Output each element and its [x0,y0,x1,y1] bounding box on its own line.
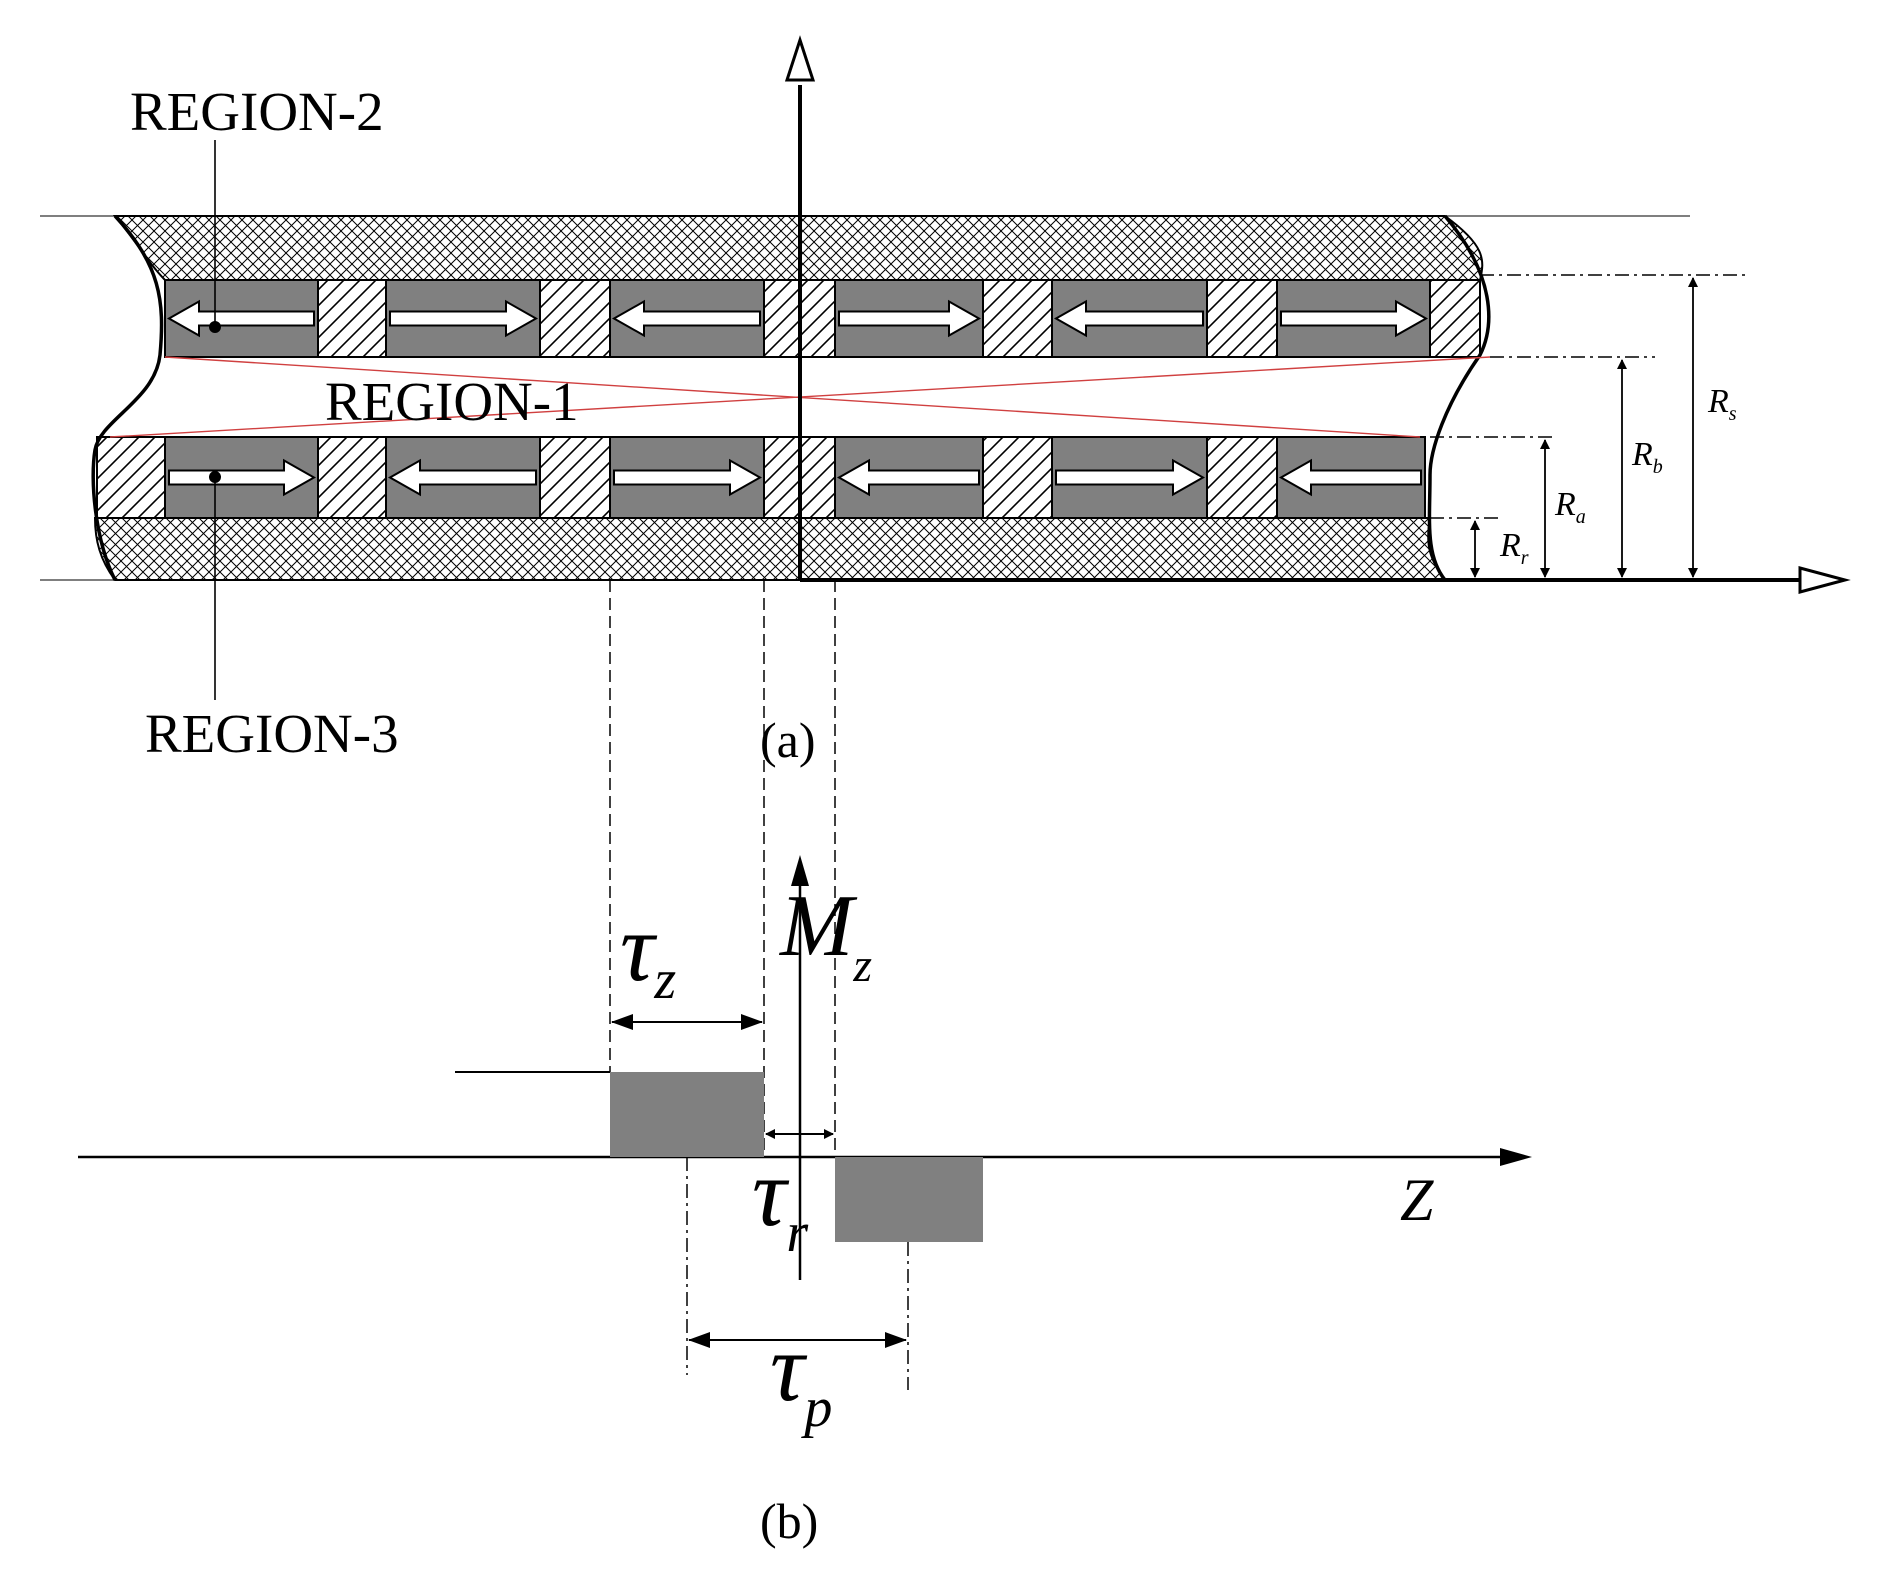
region-3-label: REGION-3 [145,703,399,764]
rs-label: Rs [1707,383,1737,425]
lower-magnetization-arrow-6 [1278,458,1422,497]
region-2-label: REGION-2 [130,81,384,142]
region-2-dot [209,321,221,333]
lower-pole-spacer-1 [96,436,166,519]
rb-label: Rb [1631,436,1663,478]
left-break-line [91,214,164,581]
upper-magnetization-arrow-4 [838,299,982,338]
caption-b: (b) [760,1493,818,1549]
upper-magnetization-arrow-1 [166,299,315,338]
lower-magnetization-arrow-1 [168,458,317,497]
horizontal-axis-arrowhead [1798,566,1851,594]
lower-magnet-row [96,436,1426,519]
tau-p-label: τp [770,1314,832,1439]
upper-magnetization-arrow-6 [1280,299,1429,338]
mz-axis-label: Mz [778,878,872,992]
lower-magnetization-arrow-2 [387,458,537,497]
lower-magnetization-arrow-4 [836,458,980,497]
upper-magnetization-arrow-5 [1053,299,1204,338]
tau-r-label: τr [752,1139,808,1264]
ra-label: Ra [1554,486,1586,528]
lower-pole-spacer-2 [317,436,387,519]
region-3-dot [209,471,221,483]
vertical-axis-arrowhead [784,35,816,82]
upper-magnetization-arrow-2 [389,299,539,338]
lower-magnetization-arrow-3 [613,458,763,497]
negative-magnetization-block [835,1157,983,1242]
z-axis-arrowhead [1500,1148,1532,1166]
cross-section-a: Rs Rb Ra Rr REGION-2 REGION-1 REGION-3 (… [40,35,1851,1155]
upper-pole-spacer-1 [317,279,387,358]
region-1-label: REGION-1 [325,371,579,432]
lower-pole-spacer-5 [982,436,1053,519]
upper-magnet-row [164,279,1481,358]
lower-pole-spacer-3 [539,436,611,519]
rr-label: Rr [1499,527,1529,569]
upper-pole-spacer-2 [539,279,611,358]
lower-pole-spacer-6 [1206,436,1278,519]
upper-pole-spacer-5 [1206,279,1278,358]
upper-pole-spacer-4 [982,279,1053,358]
profile-b: τz Mz τr τp Z (b) [78,855,1532,1549]
upper-pole-spacer-6 [1429,279,1481,358]
lower-magnetization-arrow-5 [1055,458,1206,497]
positive-magnetization-block [610,1072,764,1157]
right-break-line [1427,214,1491,582]
tau-z-label: τz [620,894,676,1011]
caption-a: (a) [760,712,816,768]
inner-iron-band [93,517,1447,581]
mz-axis-arrowhead [791,855,809,886]
upper-magnetization-arrow-3 [611,299,761,338]
z-axis-label: Z [1400,1167,1434,1233]
